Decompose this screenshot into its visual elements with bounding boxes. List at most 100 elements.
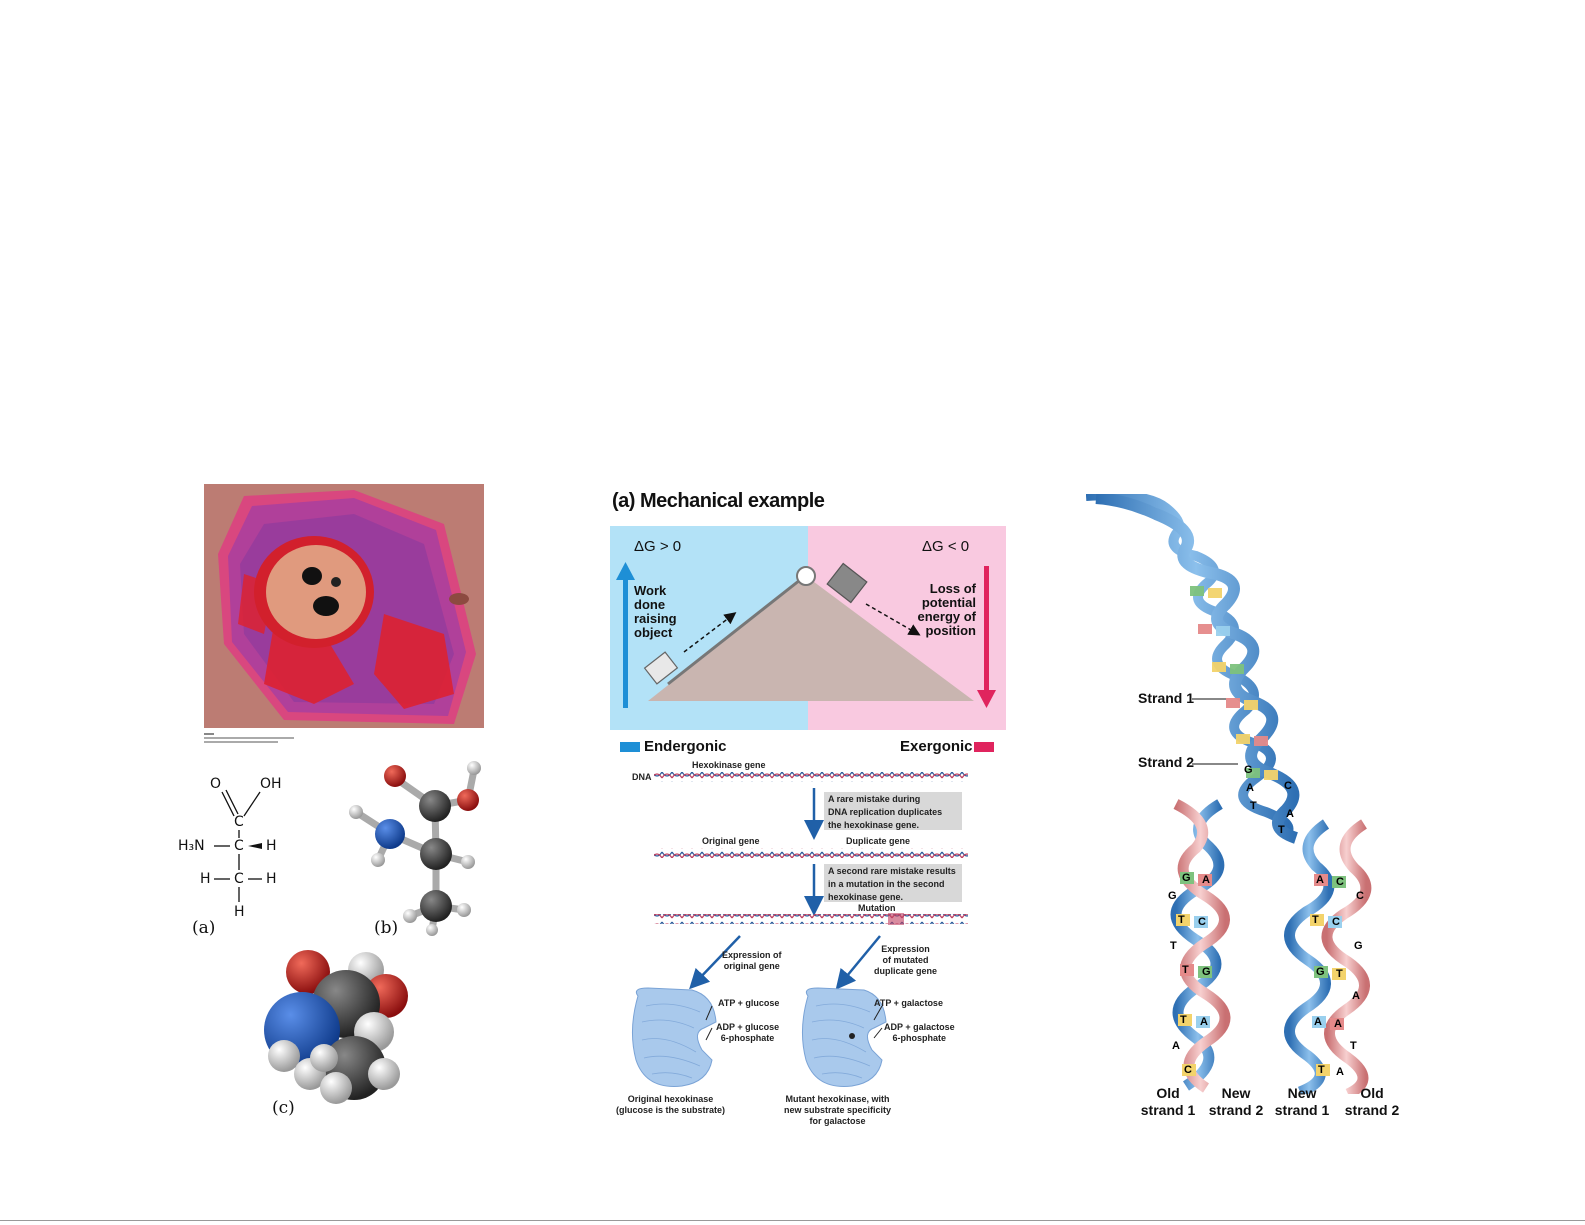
strand-2-label: Strand 2: [1138, 754, 1195, 770]
ball-and-stick-model: [340, 756, 490, 936]
base-left-5: G: [1202, 966, 1211, 978]
dna-strand-2: [654, 848, 968, 858]
mutant-hexokinase-line-3: for galactose: [809, 1116, 866, 1126]
base-right-8: T: [1318, 1064, 1325, 1076]
right-reaction-bottom: ADP + galactose 6-phosphate: [884, 1022, 955, 1044]
expression-mutated-line-1: Expression: [881, 944, 930, 954]
space-filling-model: [262, 946, 422, 1106]
legend-exergonic-swatch: [974, 742, 994, 752]
base-right-12: T: [1350, 1040, 1357, 1052]
base-left-3: C: [1198, 916, 1206, 928]
base-left-1: A: [1202, 874, 1210, 886]
legend-exergonic: Exergonic: [900, 738, 996, 756]
base-right-7: A: [1334, 1018, 1342, 1030]
base-left-10: T: [1170, 940, 1177, 952]
left-reaction-top: ATP + glucose: [718, 998, 780, 1008]
base-right-9: C: [1356, 890, 1364, 902]
expression-original-line-1: Expression of: [722, 950, 782, 960]
note-box-1: A rare mistake during DNA replication du…: [824, 792, 962, 830]
cell-micrograph: [204, 484, 484, 728]
work-done-line-4: object: [634, 625, 673, 640]
base-right-2: T: [1312, 914, 1319, 926]
base-left-0: G: [1182, 872, 1191, 884]
old-strand-2-line-2: strand 2: [1344, 1102, 1400, 1118]
original-gene-label: Original gene: [702, 836, 760, 846]
note-2-line-3: hexokinase gene.: [828, 892, 904, 902]
strand-bottom-labels: Old strand 1 New strand 2 New strand 1 O…: [1130, 1085, 1410, 1121]
note-2-line-2: in a mutation in the second: [828, 879, 945, 889]
hexokinase-gene-label: Hexokinase gene: [692, 760, 766, 770]
micrograph-caption-marks: [204, 732, 300, 748]
base-top-3: T: [1278, 824, 1285, 836]
base-left-9: G: [1168, 890, 1177, 902]
expression-mutated-line-2: of mutated: [882, 955, 929, 965]
loss-energy-line-1: Loss of: [929, 581, 976, 596]
old-strand-2-line-1: Old: [1360, 1085, 1384, 1101]
formula-c-mid: C: [234, 838, 244, 854]
formula-h-right-bottom: H: [266, 871, 277, 887]
left-reaction-bottom: ADP + glucose 6-phosphate: [716, 1022, 779, 1044]
work-done-line-2: done: [634, 597, 666, 612]
dna-replication-diagram: Strand 1 Strand 2 G A T T C A G A T C T …: [1085, 490, 1416, 1099]
delta-g-positive: ΔG > 0: [634, 538, 682, 555]
new-strand-2-line-2: strand 2: [1208, 1102, 1264, 1118]
work-done-line-1: Work: [634, 583, 667, 598]
base-right-13: A: [1336, 1066, 1344, 1078]
loss-energy-line-4: position: [925, 623, 976, 638]
formula-h-right: H: [266, 838, 277, 854]
right-reaction-bottom-line-1: ADP + galactose: [884, 1022, 955, 1032]
formula-h-left-bottom: H: [200, 871, 211, 887]
dna-strand-1: [654, 772, 968, 782]
right-reaction-top: ATP + galactose: [874, 998, 943, 1008]
old-strand-1-line-2: strand 1: [1140, 1102, 1196, 1118]
base-top-4: C: [1284, 780, 1292, 792]
new-strand-2-label: New strand 2: [1206, 1085, 1266, 1119]
ball-and-stick-image: [349, 761, 481, 936]
cell-micrograph-image: [204, 484, 484, 728]
loss-energy-line-2: potential: [921, 595, 976, 610]
expression-original-line-2: original gene: [723, 961, 780, 971]
dna-label: DNA: [632, 772, 652, 782]
enzyme-right-shape: [801, 987, 887, 1087]
old-strand-1-line-1: Old: [1156, 1085, 1180, 1101]
formula-bonds: [214, 789, 262, 902]
base-top-1: A: [1246, 782, 1254, 794]
base-right-4: G: [1316, 966, 1325, 978]
formula-h3n: H₃N: [178, 838, 205, 854]
new-strand-2-line-1: New: [1221, 1085, 1251, 1101]
note-1-line-1: A rare mistake during: [828, 794, 921, 804]
base-top-2: T: [1250, 800, 1257, 812]
mutant-hexokinase-caption: Mutant hexokinase, with new substrate sp…: [784, 1094, 891, 1127]
loss-energy-line-3: energy of: [917, 609, 976, 624]
expression-mutated-label: Expression of mutated duplicate gene: [874, 944, 937, 977]
note-box-2: A second rare mistake results in a mutat…: [824, 864, 962, 902]
note-1-line-2: DNA replication duplicates: [828, 807, 943, 817]
base-left-7: A: [1200, 1016, 1208, 1028]
energy-diagram-title: (a) Mechanical example: [612, 490, 825, 512]
expression-mutated-line-3: duplicate gene: [874, 966, 938, 976]
panel-label-a: (a): [192, 918, 216, 938]
original-hexokinase-caption: Original hexokinase (glucose is the subs…: [616, 1094, 725, 1116]
note-2-line-1: A second rare mistake results: [828, 866, 956, 876]
formula-o: O: [210, 776, 222, 792]
page-bottom-rule: [0, 1220, 1585, 1221]
new-strand-1-line-2: strand 1: [1274, 1102, 1330, 1118]
enzyme-left-shape: [631, 987, 717, 1087]
duplicate-gene-label: Duplicate gene: [846, 836, 911, 846]
base-right-1: C: [1336, 876, 1344, 888]
old-strand-1-label: Old strand 1: [1138, 1085, 1198, 1119]
base-right-6: A: [1314, 1016, 1322, 1028]
right-reaction-bottom-line-2: 6-phosphate: [892, 1033, 947, 1043]
gene-duplication-graphic: [631, 772, 968, 1087]
base-right-5: T: [1336, 968, 1343, 980]
base-top-5: A: [1286, 808, 1294, 820]
gene-duplication-diagram: Hexokinase gene DNA A rare mistake durin…: [612, 760, 992, 1130]
base-top-0: G: [1244, 764, 1253, 776]
work-done-line-3: raising: [634, 611, 677, 626]
legend-endergonic-label: Endergonic: [644, 738, 727, 755]
expression-original-label: Expression of original gene: [722, 950, 782, 972]
base-left-2: T: [1178, 914, 1185, 926]
work-done-text: Work done raising object: [634, 584, 677, 640]
base-right-3: C: [1332, 916, 1340, 928]
new-strand-1-label: New strand 1: [1272, 1085, 1332, 1119]
